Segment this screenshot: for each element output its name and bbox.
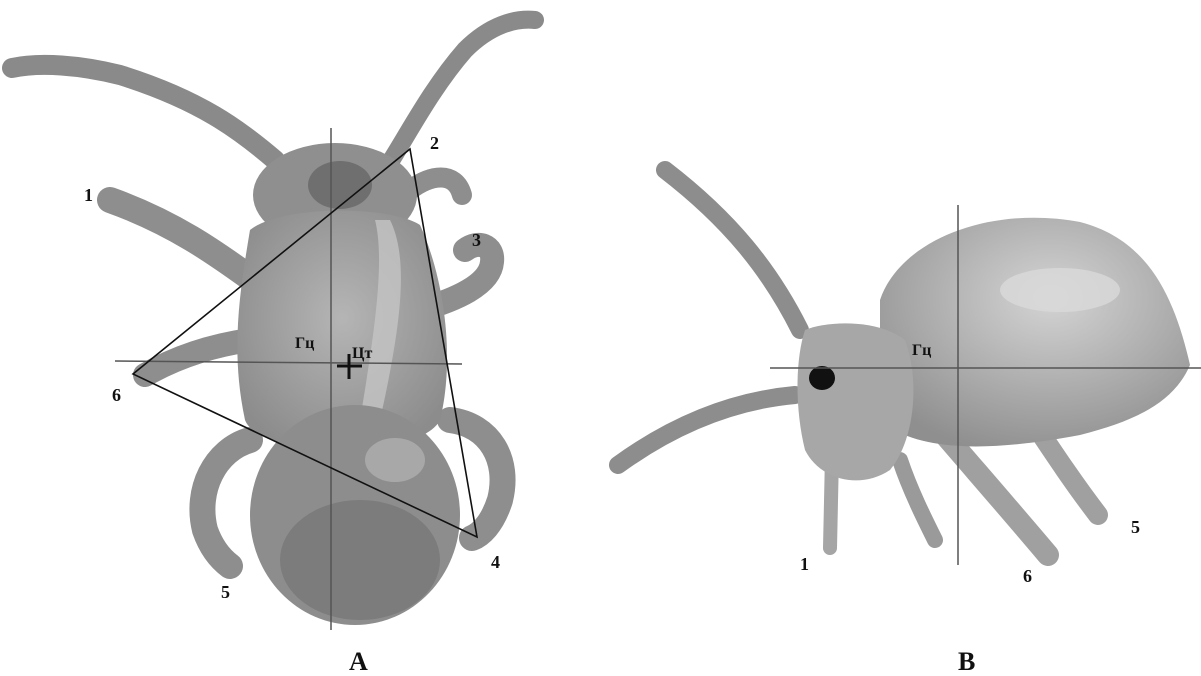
panel-b-abdomen-highlight	[1000, 268, 1120, 312]
panel-b-antenna-lower	[618, 395, 795, 465]
panel-a-leg-1	[110, 200, 260, 285]
panel-b-label-leg-1: 1	[800, 554, 809, 574]
panel-b-eye	[809, 366, 835, 390]
panel-a-abdomen-light	[365, 438, 425, 482]
panel-b-label-leg-6: 6	[1023, 566, 1032, 586]
panel-a-antenna-left	[12, 65, 275, 160]
panel-a-leg-6	[145, 340, 250, 375]
panel-a-center-label: Цт	[352, 345, 372, 362]
panel-a-label-leg-1: 1	[84, 185, 93, 205]
panel-b-leg-6	[945, 435, 1048, 555]
panel-a-title: А	[349, 647, 368, 676]
panel-a-label-leg-6: 6	[112, 385, 121, 405]
panel-a-label-leg-3: 3	[472, 230, 481, 250]
panel-b-antenna-upper	[665, 170, 800, 330]
panel-b-insect	[618, 170, 1190, 555]
panel-a-label-leg-5: 5	[221, 582, 230, 602]
panel-a-insect	[12, 20, 535, 625]
panel-a-antenna-right	[385, 20, 535, 170]
panel-a-midline-label: Гц	[295, 335, 314, 352]
panel-a-head-spot	[308, 161, 372, 209]
panel-b-label-leg-5: 5	[1131, 517, 1140, 537]
panel-b-midline-label: Гц	[912, 342, 931, 359]
panel-b-abdomen	[880, 218, 1190, 447]
panel-b-title: В	[958, 647, 975, 676]
panel-b-head	[798, 323, 914, 480]
panel-a-label-leg-4: 4	[491, 552, 500, 572]
panel-b-leg-middle	[900, 460, 935, 540]
panel-a-label-leg-2: 2	[430, 133, 439, 153]
panel-a-abdomen-shade	[280, 500, 440, 620]
panel-a-leg-5	[202, 440, 250, 566]
